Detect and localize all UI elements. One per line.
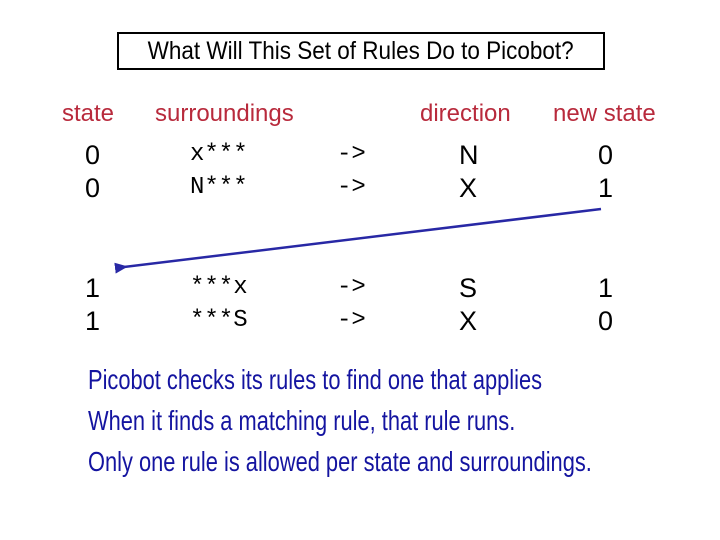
rule-arrow-op: ->	[337, 307, 366, 334]
rule-direction: N	[459, 140, 479, 170]
column-header-new-state: new state	[553, 100, 656, 127]
rule-state: 0	[85, 140, 101, 170]
rule-row-3: 1 ***x -> S 1	[0, 273, 720, 303]
column-header-direction: direction	[420, 100, 511, 127]
annotation-arrow-line	[114, 207, 602, 274]
rule-direction: X	[459, 173, 478, 203]
rule-surroundings: ***S	[190, 307, 248, 334]
note-line-1: Picobot checks its rules to find one tha…	[88, 365, 670, 395]
rule-new-state: 1	[598, 173, 614, 203]
rule-surroundings: ***x	[190, 274, 248, 301]
rule-new-state: 1	[598, 273, 614, 303]
slide-title: What Will This Set of Rules Do to Picobo…	[147, 36, 575, 65]
note-line-3: Only one rule is allowed per state and s…	[88, 447, 720, 477]
rule-surroundings: N***	[190, 174, 248, 201]
rule-arrow-op: ->	[337, 274, 366, 301]
column-header-surroundings: surroundings	[155, 100, 294, 127]
rule-row-4: 1 ***S -> X 0	[0, 306, 720, 336]
rule-row-2: 0 N*** -> X 1	[0, 173, 720, 203]
rule-new-state: 0	[598, 140, 614, 170]
rule-arrow-op: ->	[337, 174, 366, 201]
note-text: Picobot checks its rules to find one tha…	[88, 364, 543, 395]
rule-arrow-op: ->	[337, 141, 366, 168]
rule-direction: X	[459, 306, 478, 336]
note-line-2: When it finds a matching rule, that rule…	[88, 406, 636, 436]
note-text: Only one rule is allowed per state and s…	[88, 446, 592, 477]
note-text: When it finds a matching rule, that rule…	[88, 405, 516, 436]
rule-new-state: 0	[598, 306, 614, 336]
slide-title-box: What Will This Set of Rules Do to Picobo…	[117, 32, 605, 70]
column-header-state: state	[62, 100, 115, 127]
rule-surroundings: x***	[190, 141, 248, 168]
rule-direction: S	[459, 273, 478, 303]
rule-row-1: 0 x*** -> N 0	[0, 140, 720, 170]
rule-state: 0	[85, 173, 101, 203]
rule-state: 1	[85, 306, 101, 336]
rule-state: 1	[85, 273, 101, 303]
